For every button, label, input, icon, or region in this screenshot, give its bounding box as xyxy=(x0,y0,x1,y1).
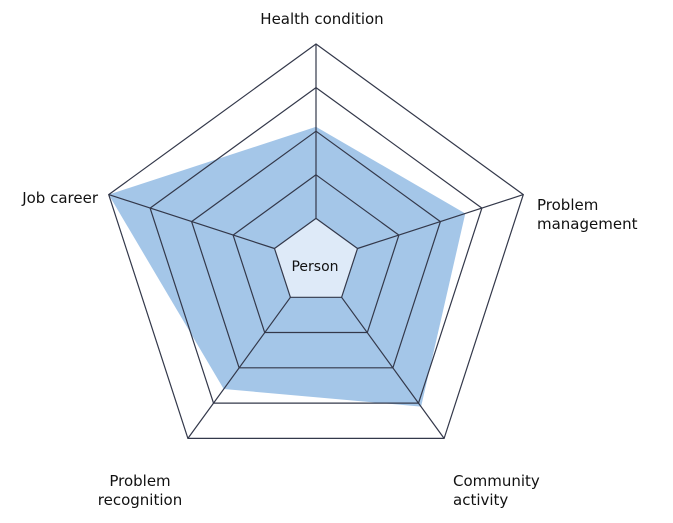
grid-ring-5 xyxy=(107,43,525,439)
spoke-community_activity xyxy=(341,296,445,439)
spoke-job_career xyxy=(108,194,275,250)
grid-ring-3 xyxy=(190,130,442,369)
grid-ring-2 xyxy=(232,174,400,334)
axis-label-line: Problem xyxy=(537,196,598,214)
center-region xyxy=(274,218,358,298)
axis-label-line: Problem xyxy=(109,472,170,490)
axis-label-line: recognition xyxy=(98,491,182,509)
axis-label-line: activity xyxy=(453,491,508,509)
spoke-problem_recognition xyxy=(187,296,291,439)
axis-label-line: Community xyxy=(453,472,540,490)
axis-label-line: management xyxy=(537,215,638,233)
axis-label-health: Health condition xyxy=(260,10,383,28)
grid-ring-4 xyxy=(149,86,483,404)
axis-label-line: Health condition xyxy=(260,10,383,28)
axis-label-job_career: Job career xyxy=(21,189,99,207)
grid-ring-1 xyxy=(273,217,359,298)
series-fill-layer xyxy=(108,126,466,407)
center-label: Person xyxy=(291,259,338,275)
axis-label-line: Job career xyxy=(21,189,99,207)
spoke-problem_management xyxy=(357,194,524,250)
grid-layer xyxy=(107,43,525,439)
